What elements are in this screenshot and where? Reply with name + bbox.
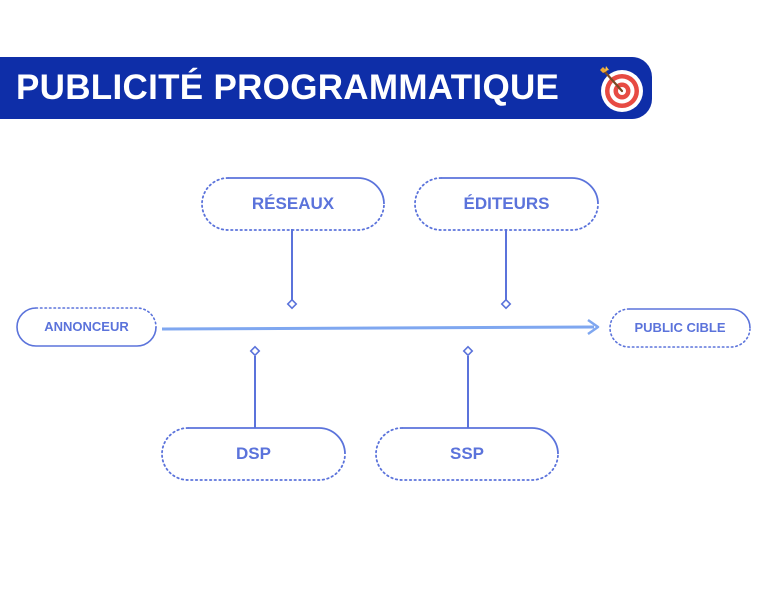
node-dsp-shape [161,427,346,481]
title-banner: PUBLICITÉ PROGRAMMATIQUE [0,57,652,119]
node-ssp-label: SSP [449,444,485,463]
node-annonceur-label: ANNONCEUR [44,319,129,334]
main-flow-arrow [161,318,600,336]
node-public-cible-label: PUBLIC CIBLE [634,320,726,335]
target-with-arrow-icon [600,66,643,112]
connector-ssp [462,345,474,428]
node-editeurs-label: ÉDITEURS [463,194,550,213]
node-public-cible-shape [609,308,751,348]
node-reseaux-label: RÉSEAUX [251,194,335,213]
node-editeurs-shape [414,177,599,231]
node-annonceur-shape [16,307,157,347]
connector-reseaux [286,229,298,310]
connector-dsp [249,345,261,428]
connector-editeurs [500,229,512,310]
page-title: PUBLICITÉ PROGRAMMATIQUE [16,68,560,107]
node-ssp-shape [375,427,559,481]
node-dsp-label: DSP [236,444,271,463]
node-reseaux-shape [201,177,385,231]
